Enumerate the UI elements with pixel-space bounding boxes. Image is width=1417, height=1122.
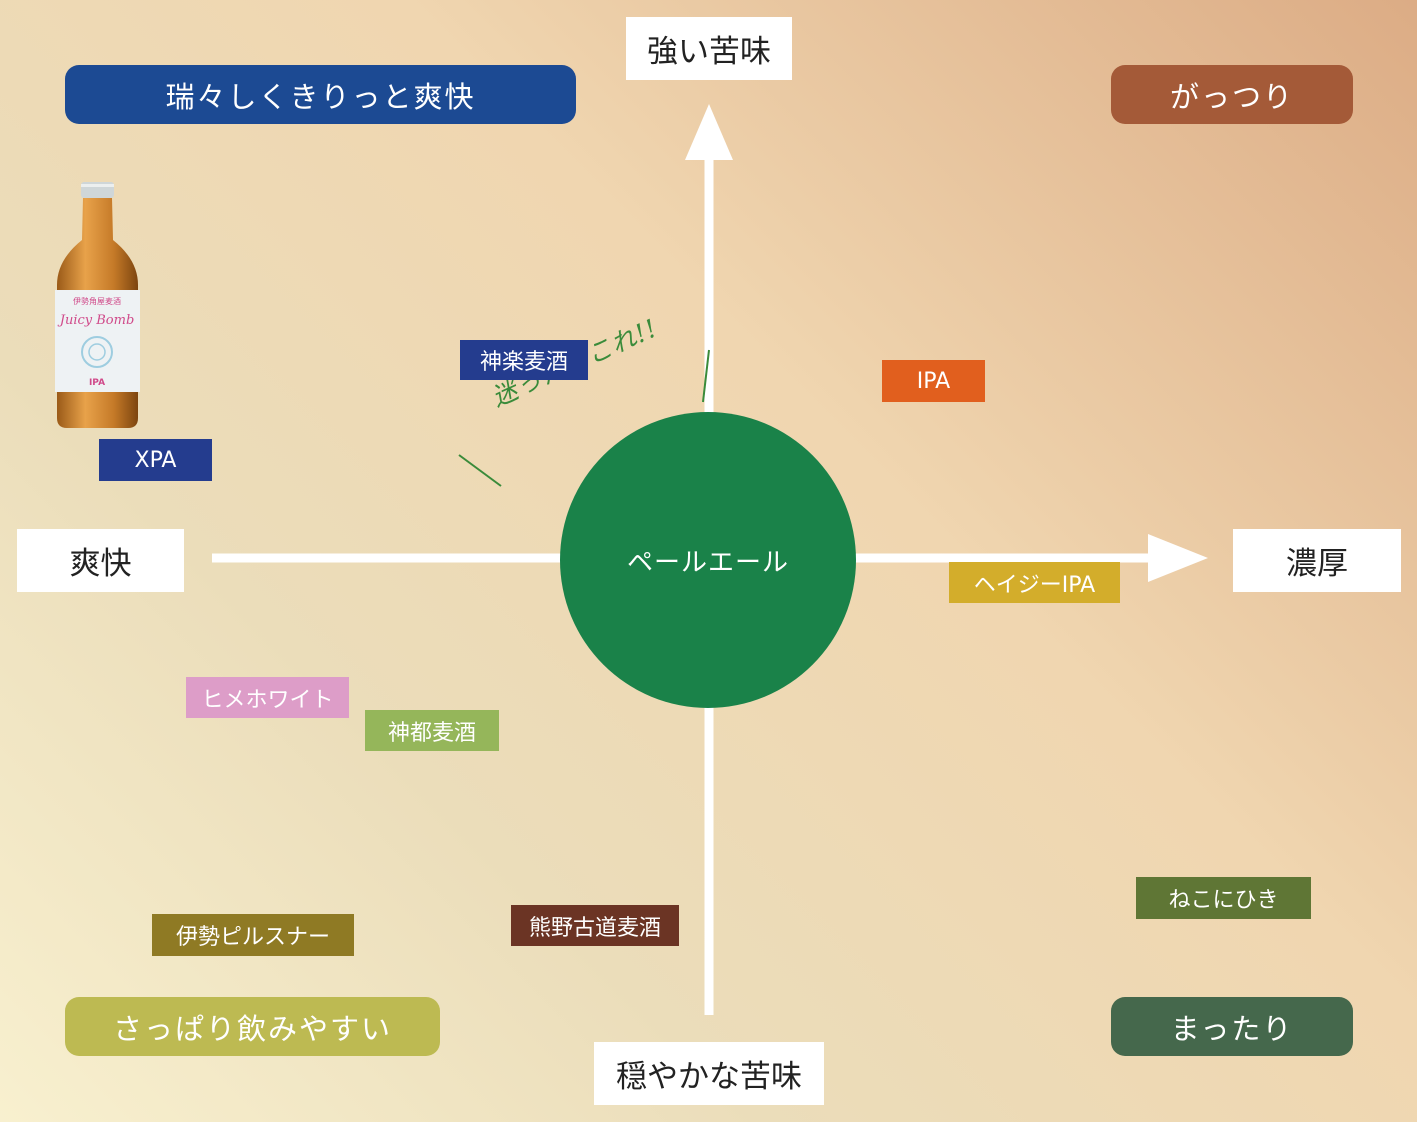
beer-tag-hime-white: ヒメホワイト [186,677,349,718]
beer-bottle-image: 伊勢角屋麦酒 Juicy Bomb IPA [55,182,140,428]
hint-stroke-right [702,349,710,403]
beer-tag-ise-pilsner: 伊勢ピルスナー [152,914,354,956]
pale-ale-center: ペールエール [560,412,856,708]
quadrant-top-left-label: 瑞々しくきりっと爽快 [65,65,576,124]
axis-label-right: 濃厚 [1233,529,1401,592]
bottle-brand: 伊勢角屋麦酒 [73,296,121,306]
beer-tag-shinto: 神都麦酒 [365,710,499,751]
right-arrow-icon [1148,534,1208,582]
beer-tag-xpa: XPA [99,439,212,481]
quadrant-bottom-right-label: まったり [1111,997,1353,1056]
bottle-label [55,290,140,392]
bottle-name: Juicy Bomb [57,313,135,328]
beer-tag-kumano: 熊野古道麦酒 [511,905,679,946]
axis-label-bottom: 穏やかな苦味 [594,1042,824,1105]
quadrant-bottom-left-label: さっぱり飲みやすい [65,997,440,1056]
beer-tag-nekonihiki: ねこにひき [1136,877,1311,919]
up-arrow-icon [685,104,733,160]
hint-stroke-left [458,454,502,487]
bottle-style: IPA [89,378,105,388]
beer-tag-hazy-ipa: ヘイジーIPA [949,562,1120,603]
axis-label-left: 爽快 [17,529,184,592]
quadrant-top-right-label: がっつり [1111,65,1353,124]
axis-label-top: 強い苦味 [626,17,792,80]
beer-tag-kagura: 神楽麦酒 [460,340,588,380]
beer-tag-ipa: IPA [882,360,985,402]
